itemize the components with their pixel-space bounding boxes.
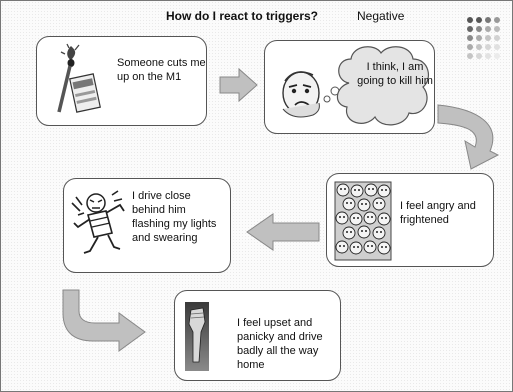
fist-icon xyxy=(185,302,209,371)
behaviour-text: I drive close behind him flashing my lig… xyxy=(132,190,217,244)
angry-dancer-icon xyxy=(71,190,125,254)
angry-man-icon xyxy=(282,71,340,118)
crowd-faces-icon xyxy=(334,181,392,261)
thought-cloud-icon xyxy=(336,46,430,126)
matchstick-icon xyxy=(57,43,101,113)
feeling-box: I feel angry and frightened xyxy=(326,173,494,267)
curved-arrow-down-right xyxy=(437,104,500,170)
slide-subtitle: Negative xyxy=(357,9,405,23)
curved-arrow-down-left xyxy=(62,289,146,352)
decorative-dot-grid xyxy=(467,17,500,59)
right-arrow-1 xyxy=(219,67,258,103)
behaviour-box: I drive close behind him flashing my lig… xyxy=(63,178,231,273)
trigger-text: Someone cuts me up on the M1 xyxy=(117,57,206,83)
outcome-text: I feel upset and panicky and drive badly… xyxy=(237,317,323,371)
thought-text: I think, I am going to kill him xyxy=(357,61,433,87)
thought-box xyxy=(264,40,435,134)
left-arrow xyxy=(246,213,320,251)
feeling-text: I feel angry and frightened xyxy=(400,200,476,226)
outcome-box: I feel upset and panicky and drive badly… xyxy=(174,290,341,381)
trigger-box: Someone cuts me up on the M1 xyxy=(36,36,207,126)
slide-title: How do I react to triggers? xyxy=(166,9,319,23)
